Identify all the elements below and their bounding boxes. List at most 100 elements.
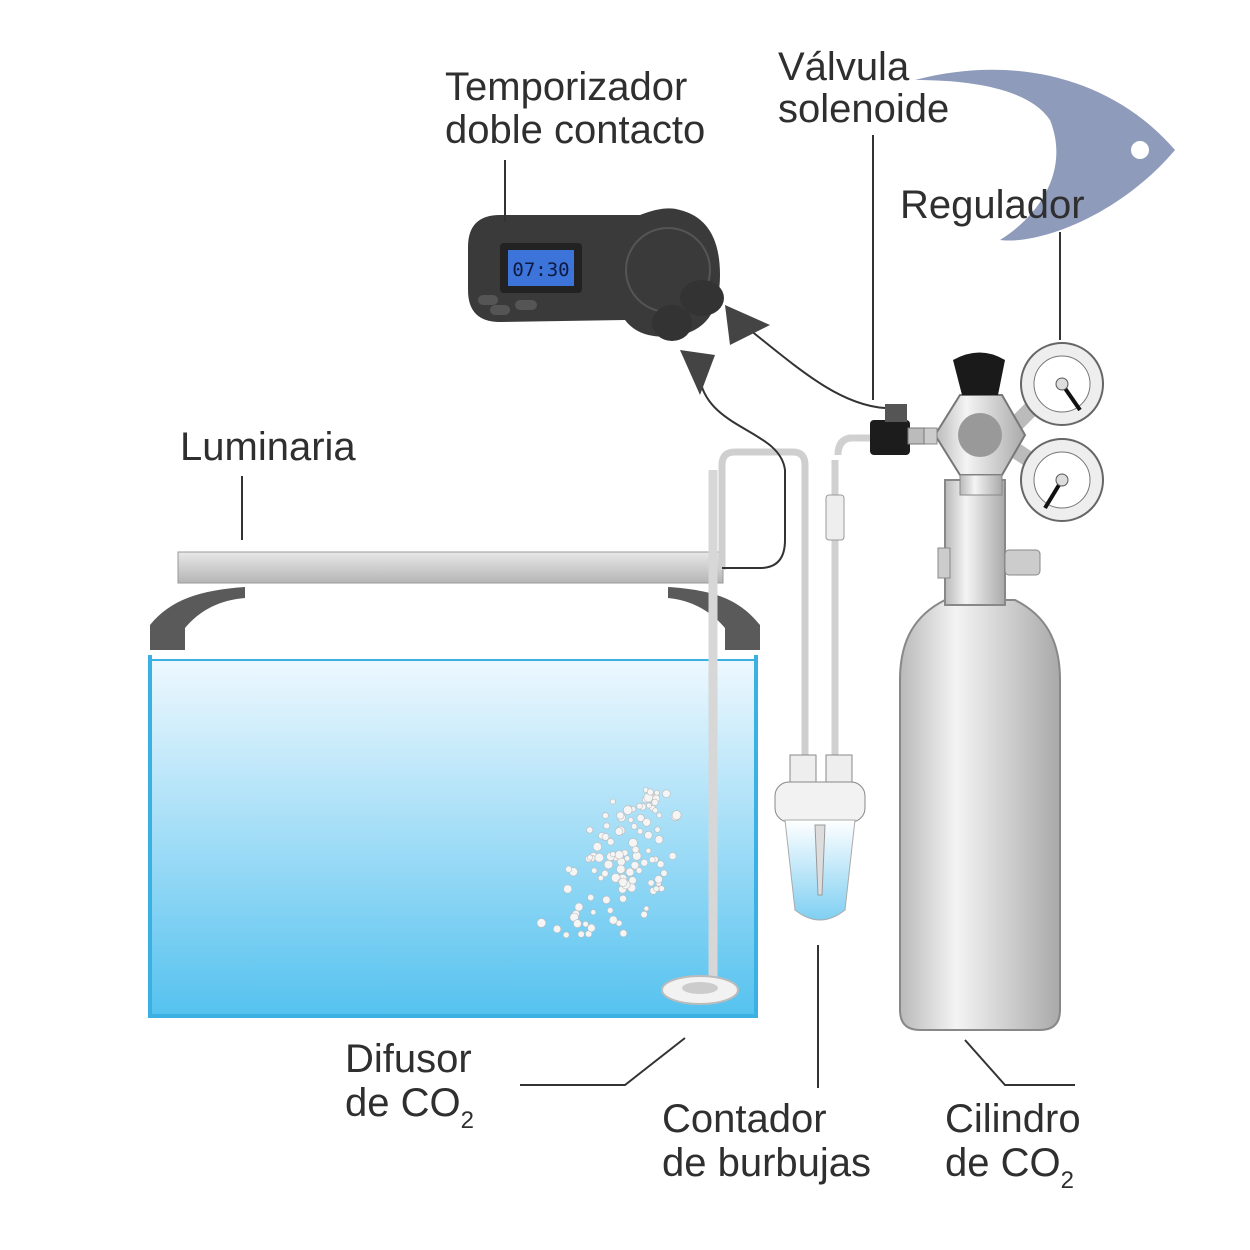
- bubble: [616, 811, 625, 820]
- bubble: [609, 851, 616, 858]
- bubble: [619, 894, 627, 903]
- bubble: [552, 924, 562, 934]
- bubble: [636, 813, 645, 822]
- bubble: [627, 817, 634, 823]
- bubble: [635, 867, 643, 874]
- luminaire: [177, 551, 724, 584]
- label-timer-1: Temporizador: [445, 65, 687, 109]
- bubble: [642, 817, 652, 827]
- bubble: [625, 867, 635, 877]
- bubble: [603, 859, 614, 870]
- label-regulator: Regulador: [900, 183, 1085, 227]
- pressure-gauge-top: [1020, 342, 1104, 426]
- bubble: [631, 845, 640, 854]
- fish-logo: [915, 69, 1175, 241]
- bubble: [630, 861, 640, 870]
- label-cylinder-1: Cilindro: [945, 1097, 1081, 1141]
- aquarium-tank: [148, 655, 758, 1018]
- bubble: [587, 923, 596, 933]
- bubble: [614, 850, 624, 860]
- bubble: [590, 909, 597, 916]
- bubble: [662, 789, 671, 798]
- bubble: [586, 826, 594, 834]
- bubble: [619, 929, 628, 938]
- timer-screen: [508, 250, 574, 286]
- bubble: [640, 910, 648, 919]
- bubble: [645, 847, 652, 854]
- label-valve-1: Válvula: [778, 45, 910, 89]
- bubble: [644, 830, 653, 840]
- label-light: Luminaria: [180, 425, 356, 469]
- bubble: [636, 802, 643, 810]
- bubble: [640, 858, 649, 867]
- label-diffuser-1: Difusor: [345, 1037, 472, 1081]
- bubble: [591, 867, 598, 874]
- bubble: [656, 812, 663, 819]
- bubble: [563, 884, 573, 894]
- bubble: [562, 931, 570, 939]
- label-cylinder-2: de CO2: [945, 1141, 1074, 1194]
- bubble: [602, 895, 611, 905]
- timer-cable-valve: [749, 329, 886, 409]
- bubble: [653, 885, 660, 892]
- dual-timer: 07:30: [468, 208, 770, 395]
- bubble: [609, 798, 616, 805]
- bubble-counter: [774, 434, 870, 921]
- label-counter-2: de burbujas: [662, 1141, 871, 1185]
- bubble: [608, 915, 618, 925]
- bubble: [654, 875, 663, 884]
- label-timer-2: doble contacto: [445, 108, 705, 152]
- pressure-gauge-bottom: [1020, 438, 1104, 522]
- bubble: [668, 852, 677, 860]
- bubble: [652, 807, 659, 814]
- bubble: [603, 822, 611, 830]
- bubble: [606, 907, 614, 914]
- bubble: [586, 854, 593, 861]
- timer-cable-light: [699, 379, 786, 569]
- bubble: [622, 805, 633, 815]
- bubble: [624, 855, 631, 862]
- bubble: [647, 879, 655, 887]
- regulator: [921, 342, 1104, 522]
- leader-lines: [241, 135, 1075, 1088]
- bubble: [614, 827, 624, 836]
- co2-diffuser: [661, 448, 809, 1005]
- bubble: [660, 869, 668, 877]
- timer-plug-1: [680, 280, 770, 345]
- co2-bubbles: [536, 787, 682, 939]
- light-brackets: [150, 587, 760, 650]
- bubble: [616, 864, 626, 874]
- bubble: [646, 788, 654, 796]
- bubble: [597, 874, 604, 881]
- bubble: [654, 826, 661, 833]
- bubble: [618, 877, 628, 887]
- bubble: [601, 869, 609, 878]
- timer-display: 07:30: [512, 259, 569, 281]
- bubble: [643, 905, 650, 912]
- bubble: [602, 812, 609, 819]
- label-diffuser-2: de CO2: [345, 1081, 474, 1134]
- bubble: [594, 852, 604, 863]
- bubble: [628, 838, 638, 848]
- bubble: [577, 930, 585, 938]
- bubble: [646, 802, 652, 809]
- bubble: [651, 798, 659, 806]
- bubble: [654, 835, 664, 844]
- bubble: [671, 810, 682, 820]
- bubble: [648, 856, 656, 864]
- co2-cylinder: [899, 479, 1061, 1031]
- label-counter-1: Contador: [662, 1097, 827, 1141]
- bubble: [573, 919, 582, 928]
- label-valve-2: solenoide: [778, 87, 949, 131]
- bubble: [592, 842, 602, 852]
- timer-plug-2: [652, 305, 715, 395]
- bubble: [536, 918, 547, 928]
- bubble: [630, 823, 638, 830]
- bubble: [582, 920, 589, 928]
- bubble: [574, 902, 584, 912]
- solenoid-valve: [870, 404, 925, 455]
- bubble: [606, 838, 615, 846]
- bubble: [587, 893, 595, 901]
